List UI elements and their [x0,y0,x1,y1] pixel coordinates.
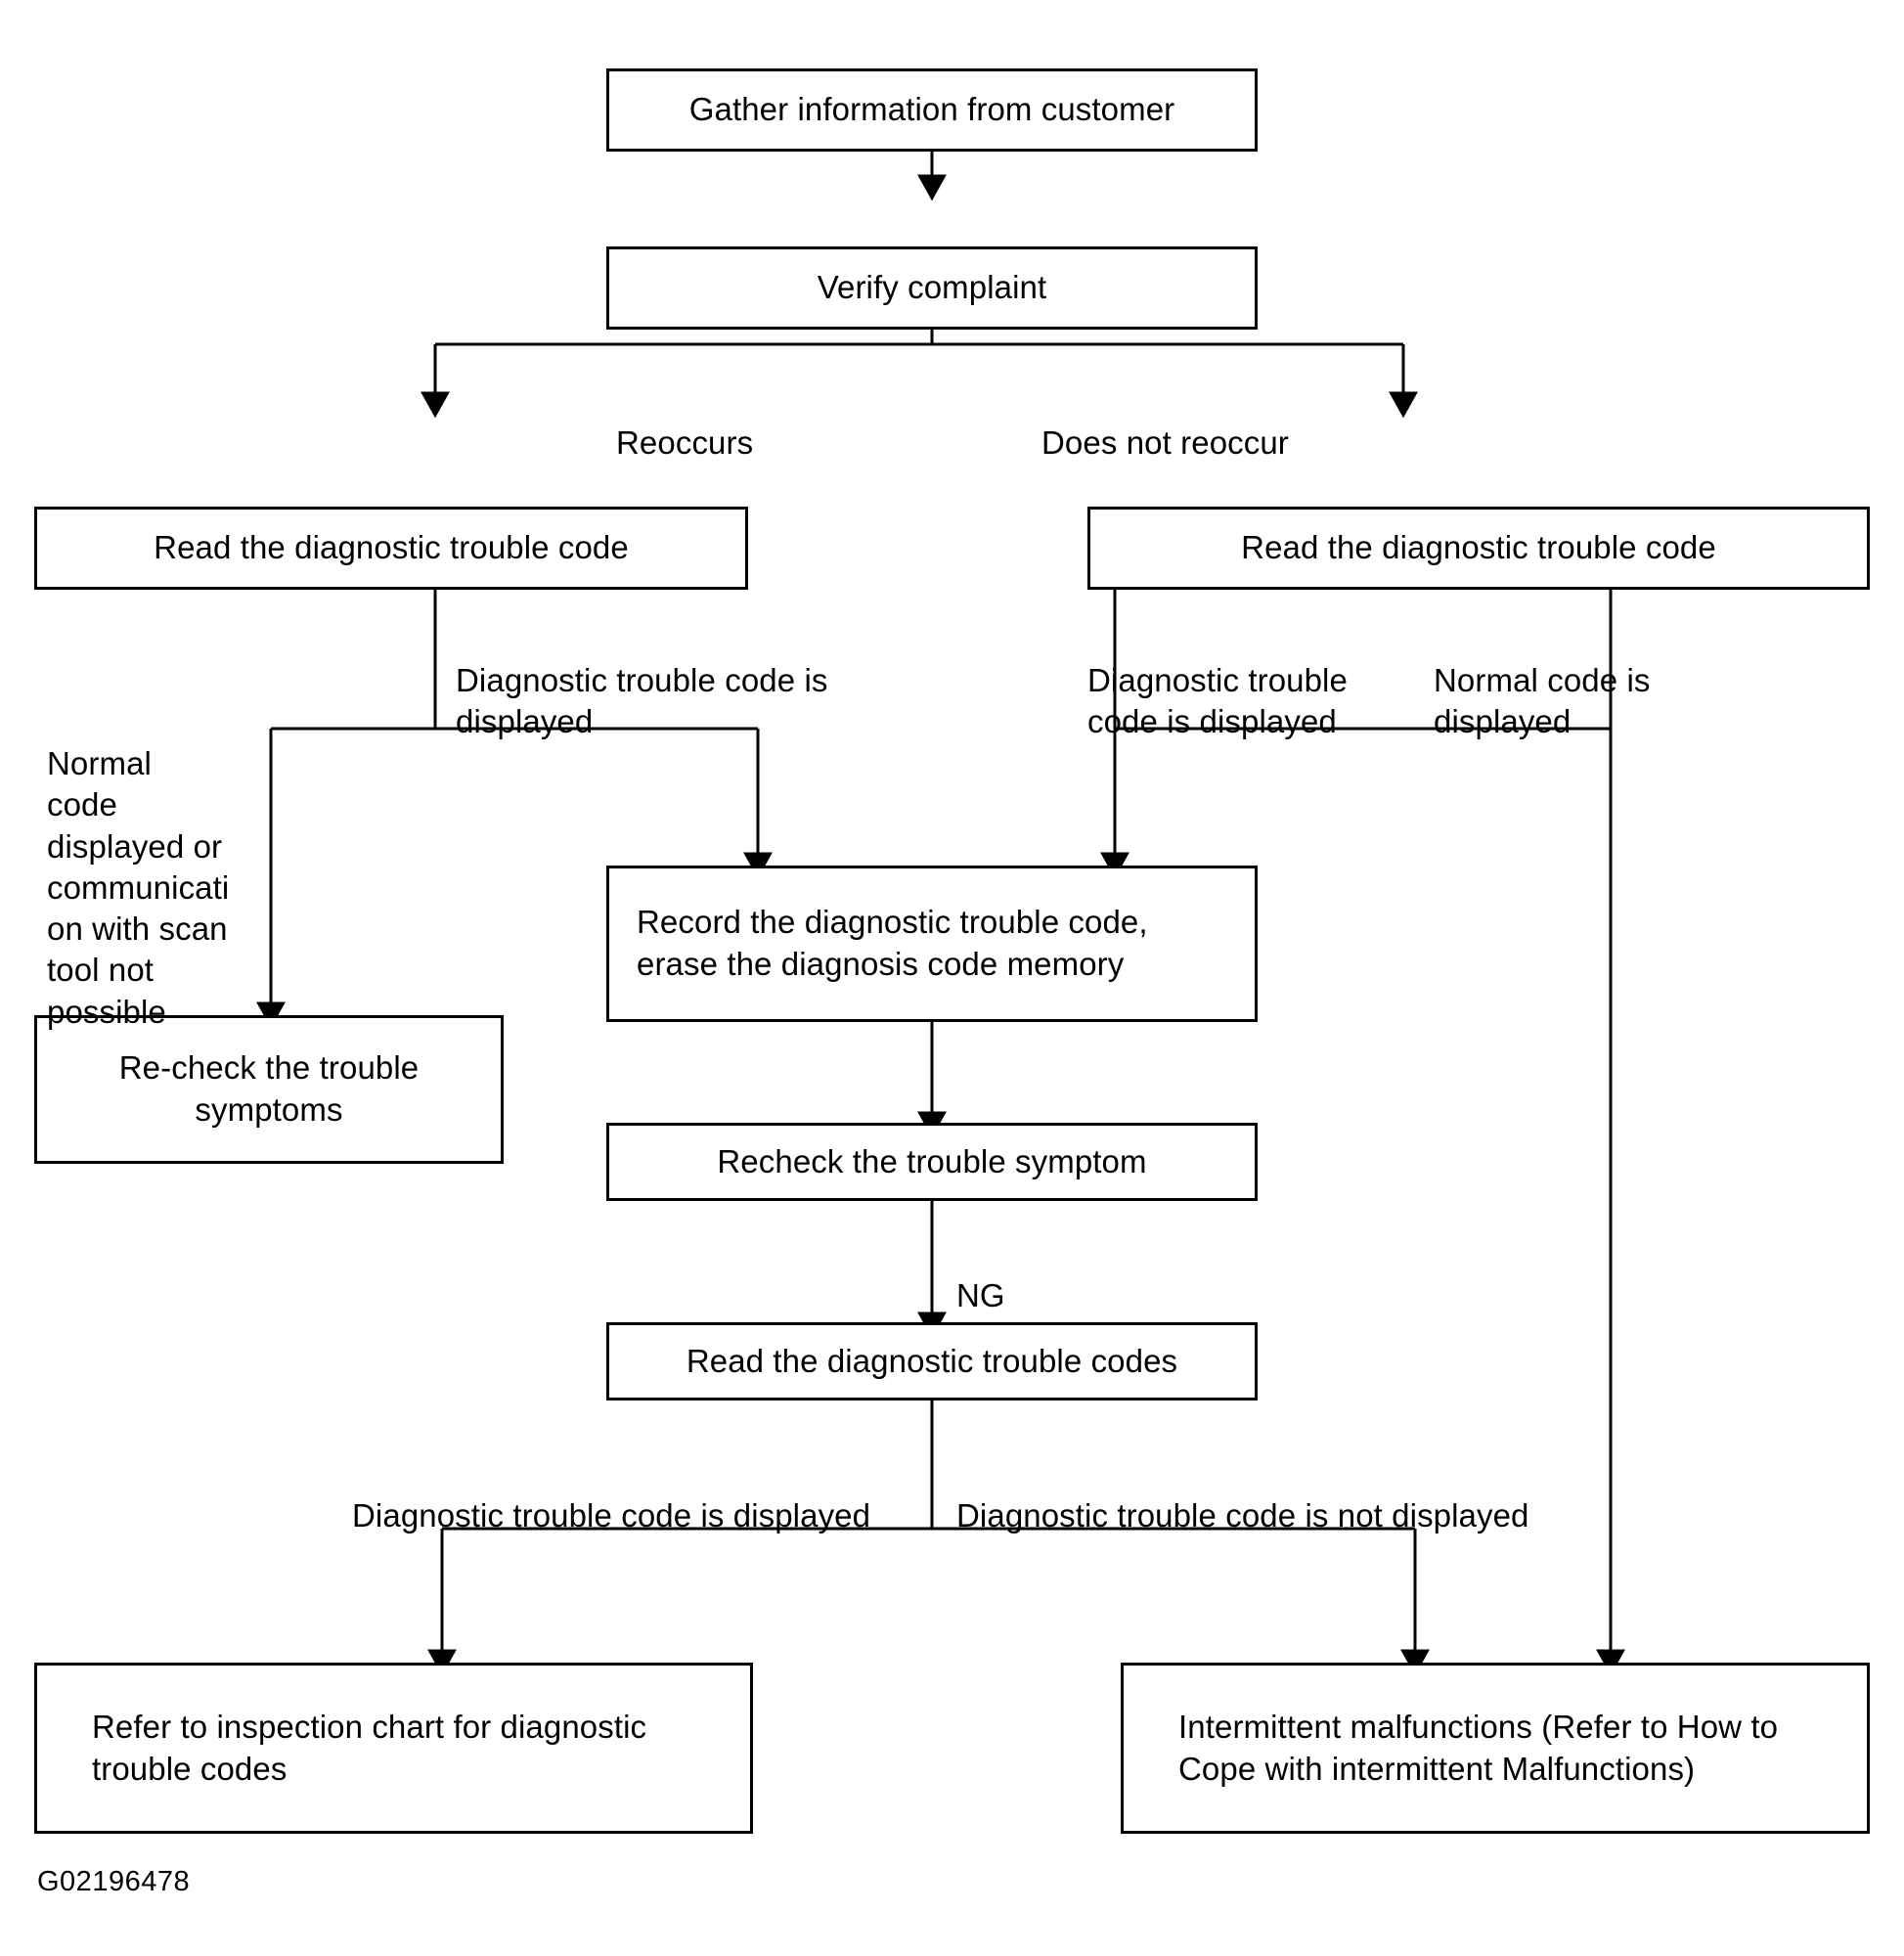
edge-label-text: Normal code is displayed [1434,662,1651,740]
node-label: Verify complaint [817,269,1047,306]
edge-label-normal-code-displayed: Normal code is displayed [1434,619,1727,743]
figure-id: G02196478 [37,1866,190,1898]
edge-label-dtc-displayed-bottom: Diagnostic trouble code is displayed [352,1454,919,1536]
edge-label-text: Diagnostic trouble code is displayed [1087,662,1348,740]
node-label: Recheck the trouble symptom [717,1142,1147,1179]
edge-label-text: Normal code displayed or communicati on … [47,745,230,1030]
node-intermittent-malfunctions[interactable]: Intermittent malfunctions (Refer to How … [1121,1663,1870,1834]
edge-label-text: Does not reoccur [1041,424,1289,462]
node-read-dtc-codes[interactable]: Read the diagnostic trouble codes [606,1322,1258,1400]
node-read-dtc-right[interactable]: Read the diagnostic trouble code [1087,507,1870,590]
node-label: Record the diagnostic trouble code, eras… [637,904,1148,982]
node-record-erase-memory[interactable]: Record the diagnostic trouble code, eras… [606,866,1258,1022]
edge-label-ng: NG [956,1234,1074,1316]
node-verify-complaint[interactable]: Verify complaint [606,246,1258,330]
node-label: Read the diagnostic trouble codes [686,1342,1178,1379]
node-label: Read the diagnostic trouble code [1241,529,1716,566]
edge-label-text: Diagnostic trouble code is displayed [456,662,828,740]
edge-label-text: Diagnostic trouble code is displayed [352,1497,871,1534]
edge-label-normal-code-or-no-communication: Normal code displayed or communicati on … [47,702,264,1033]
node-label: Refer to inspection chart for diagnostic… [92,1708,647,1787]
edge-label-dtc-displayed-right: Diagnostic trouble code is displayed [1087,619,1381,743]
node-recheck-trouble-symptoms[interactable]: Re-check the trouble symptoms [34,1015,504,1164]
edge-label-dtc-displayed-left: Diagnostic trouble code is displayed [456,619,915,743]
edge-label-text: Reoccurs [616,424,754,462]
edge-label-text: NG [956,1277,1005,1314]
node-recheck-trouble-symptom[interactable]: Recheck the trouble symptom [606,1123,1258,1201]
node-refer-inspection-chart[interactable]: Refer to inspection chart for diagnostic… [34,1663,753,1834]
figure-id-text: G02196478 [37,1866,191,1897]
edge-label-dtc-not-displayed-bottom: Diagnostic trouble code is not displayed [956,1454,1602,1536]
node-read-dtc-left[interactable]: Read the diagnostic trouble code [34,507,748,590]
node-label: Intermittent malfunctions (Refer to How … [1178,1708,1779,1787]
edge-label-text: Diagnostic trouble code is not displayed [956,1497,1529,1534]
node-label: Read the diagnostic trouble code [154,529,629,566]
node-gather-information[interactable]: Gather information from customer [606,68,1258,152]
node-label: Re-check the trouble symptoms [118,1049,420,1128]
edge-label-reoccurs: Reoccurs [616,381,909,464]
node-label: Gather information from customer [688,91,1175,128]
edge-label-does-not-reoccur: Does not reoccur [1041,381,1433,464]
